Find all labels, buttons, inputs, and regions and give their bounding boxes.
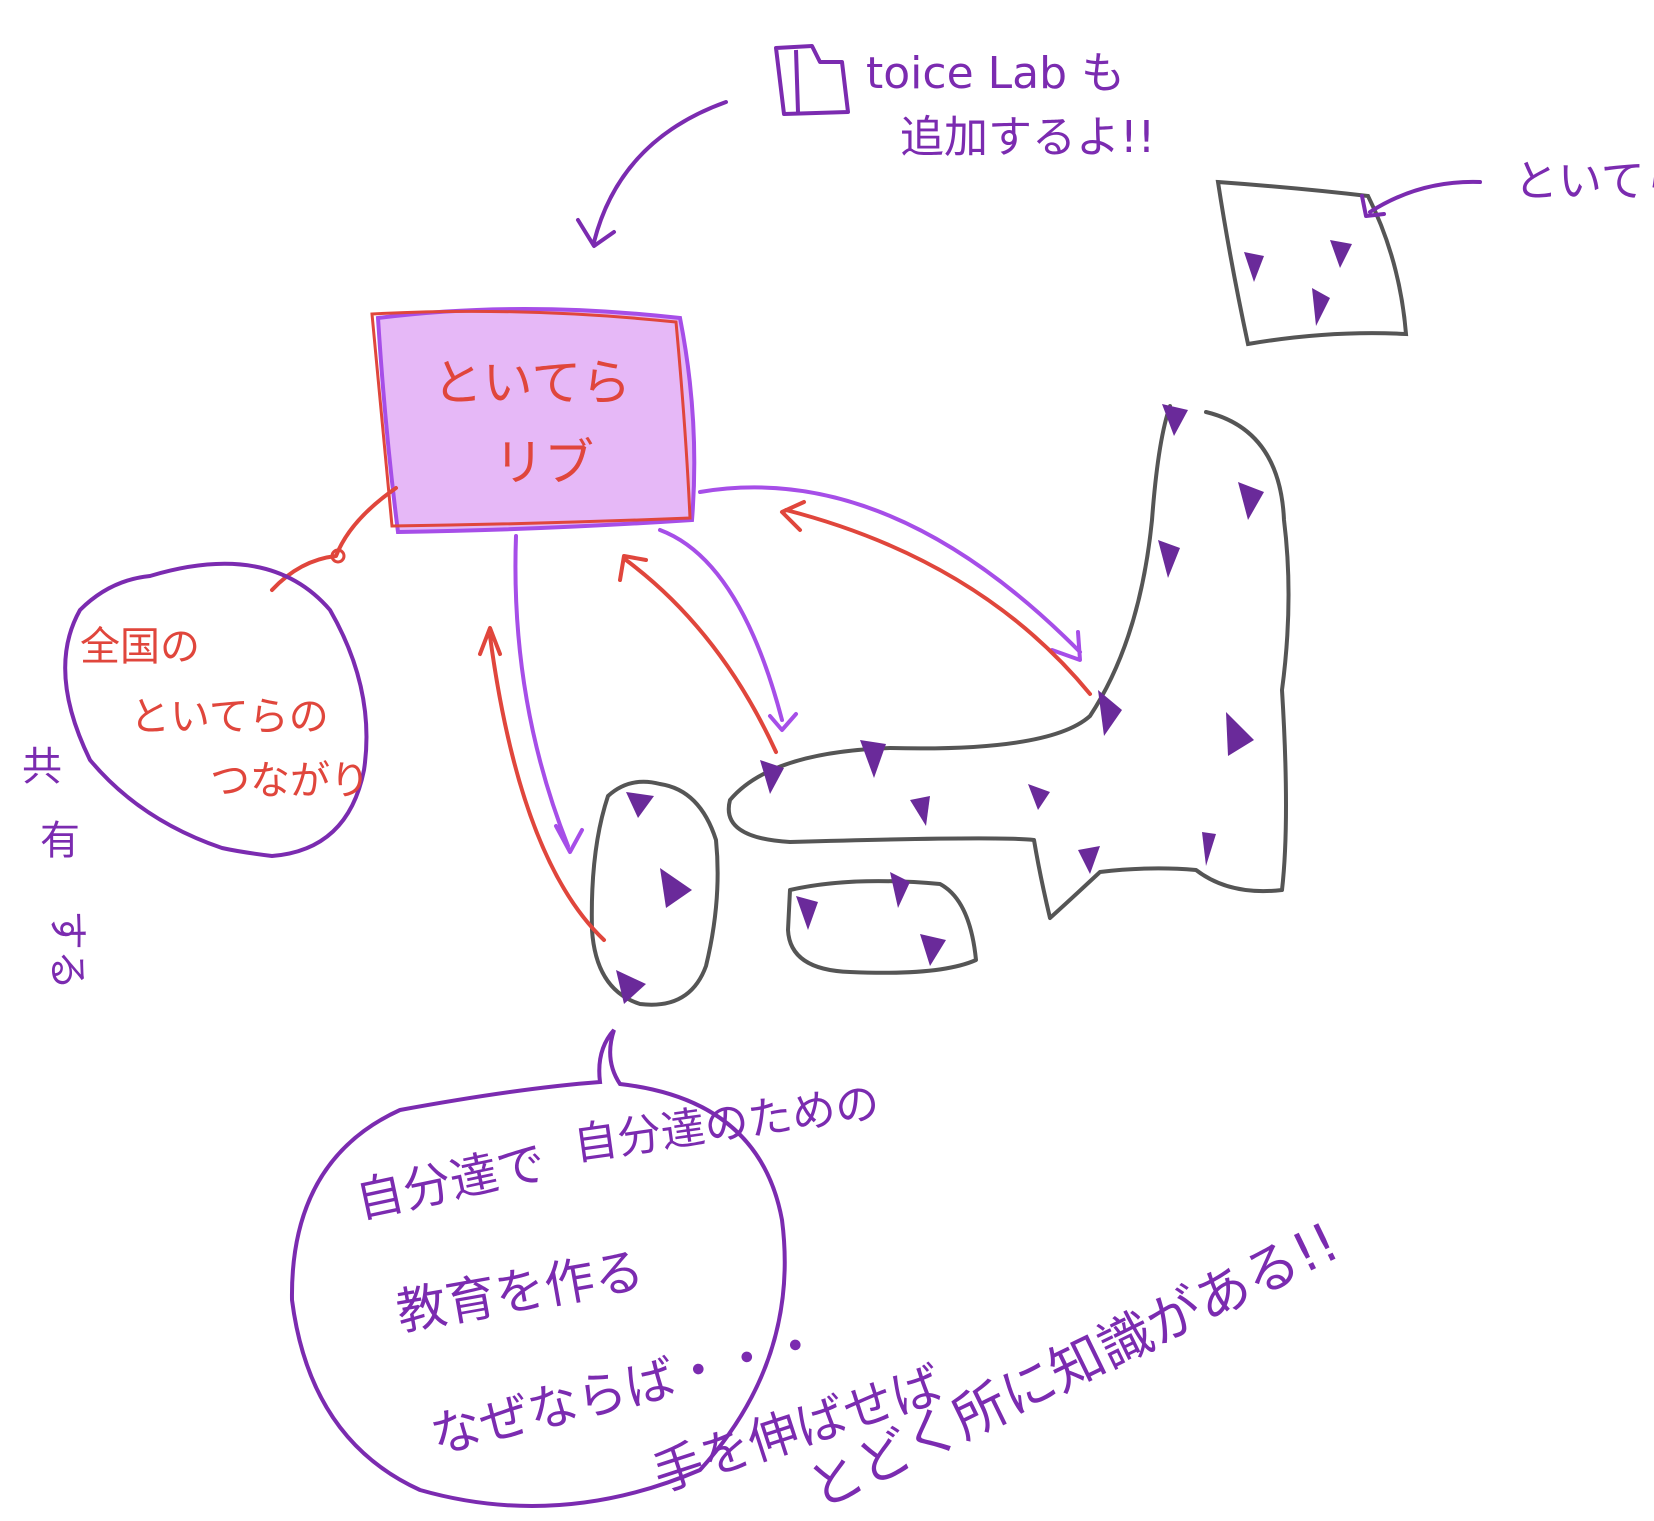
bottom-bubble-line2: 教育を作る: [392, 1241, 648, 1342]
small-map-dots: [1244, 240, 1352, 326]
share-label-line3: する: [44, 910, 90, 990]
top-note-arrow: [576, 100, 728, 248]
share-label-line1: 共: [22, 744, 62, 790]
main-map: [589, 404, 1291, 1007]
hub-box: といてら リブ: [370, 307, 697, 535]
hub-title-line1: といてら: [433, 354, 632, 412]
hub-title-line2: リブ: [494, 434, 594, 492]
notebook-icon: [774, 44, 850, 116]
left-bubble: [63, 561, 369, 859]
left-bubble-line2: といてらの: [130, 694, 329, 740]
share-label-line2: 有: [40, 818, 80, 864]
small-map-outline: [1215, 179, 1409, 347]
left-bubble-line3: つながり: [210, 758, 370, 804]
bottom-right-line2: とどく所に知識がある!!: [798, 1210, 1348, 1521]
connection-arrows: [270, 485, 1092, 942]
top-note-line2: 追加するよ!!: [900, 112, 1155, 163]
top-right-arrow: [1360, 179, 1482, 218]
bottom-bubble-line1: 自分達で: [351, 1135, 550, 1230]
main-map-dots: [616, 404, 1264, 1004]
bottom-bubble-line1b: 自分達のための: [570, 1078, 882, 1171]
top-note-line1: toice Lab も: [866, 48, 1125, 99]
left-bubble-line1: 全国の: [80, 624, 200, 670]
bottom-bubble: [289, 1028, 787, 1508]
top-right-label: といてら: [1514, 156, 1654, 207]
